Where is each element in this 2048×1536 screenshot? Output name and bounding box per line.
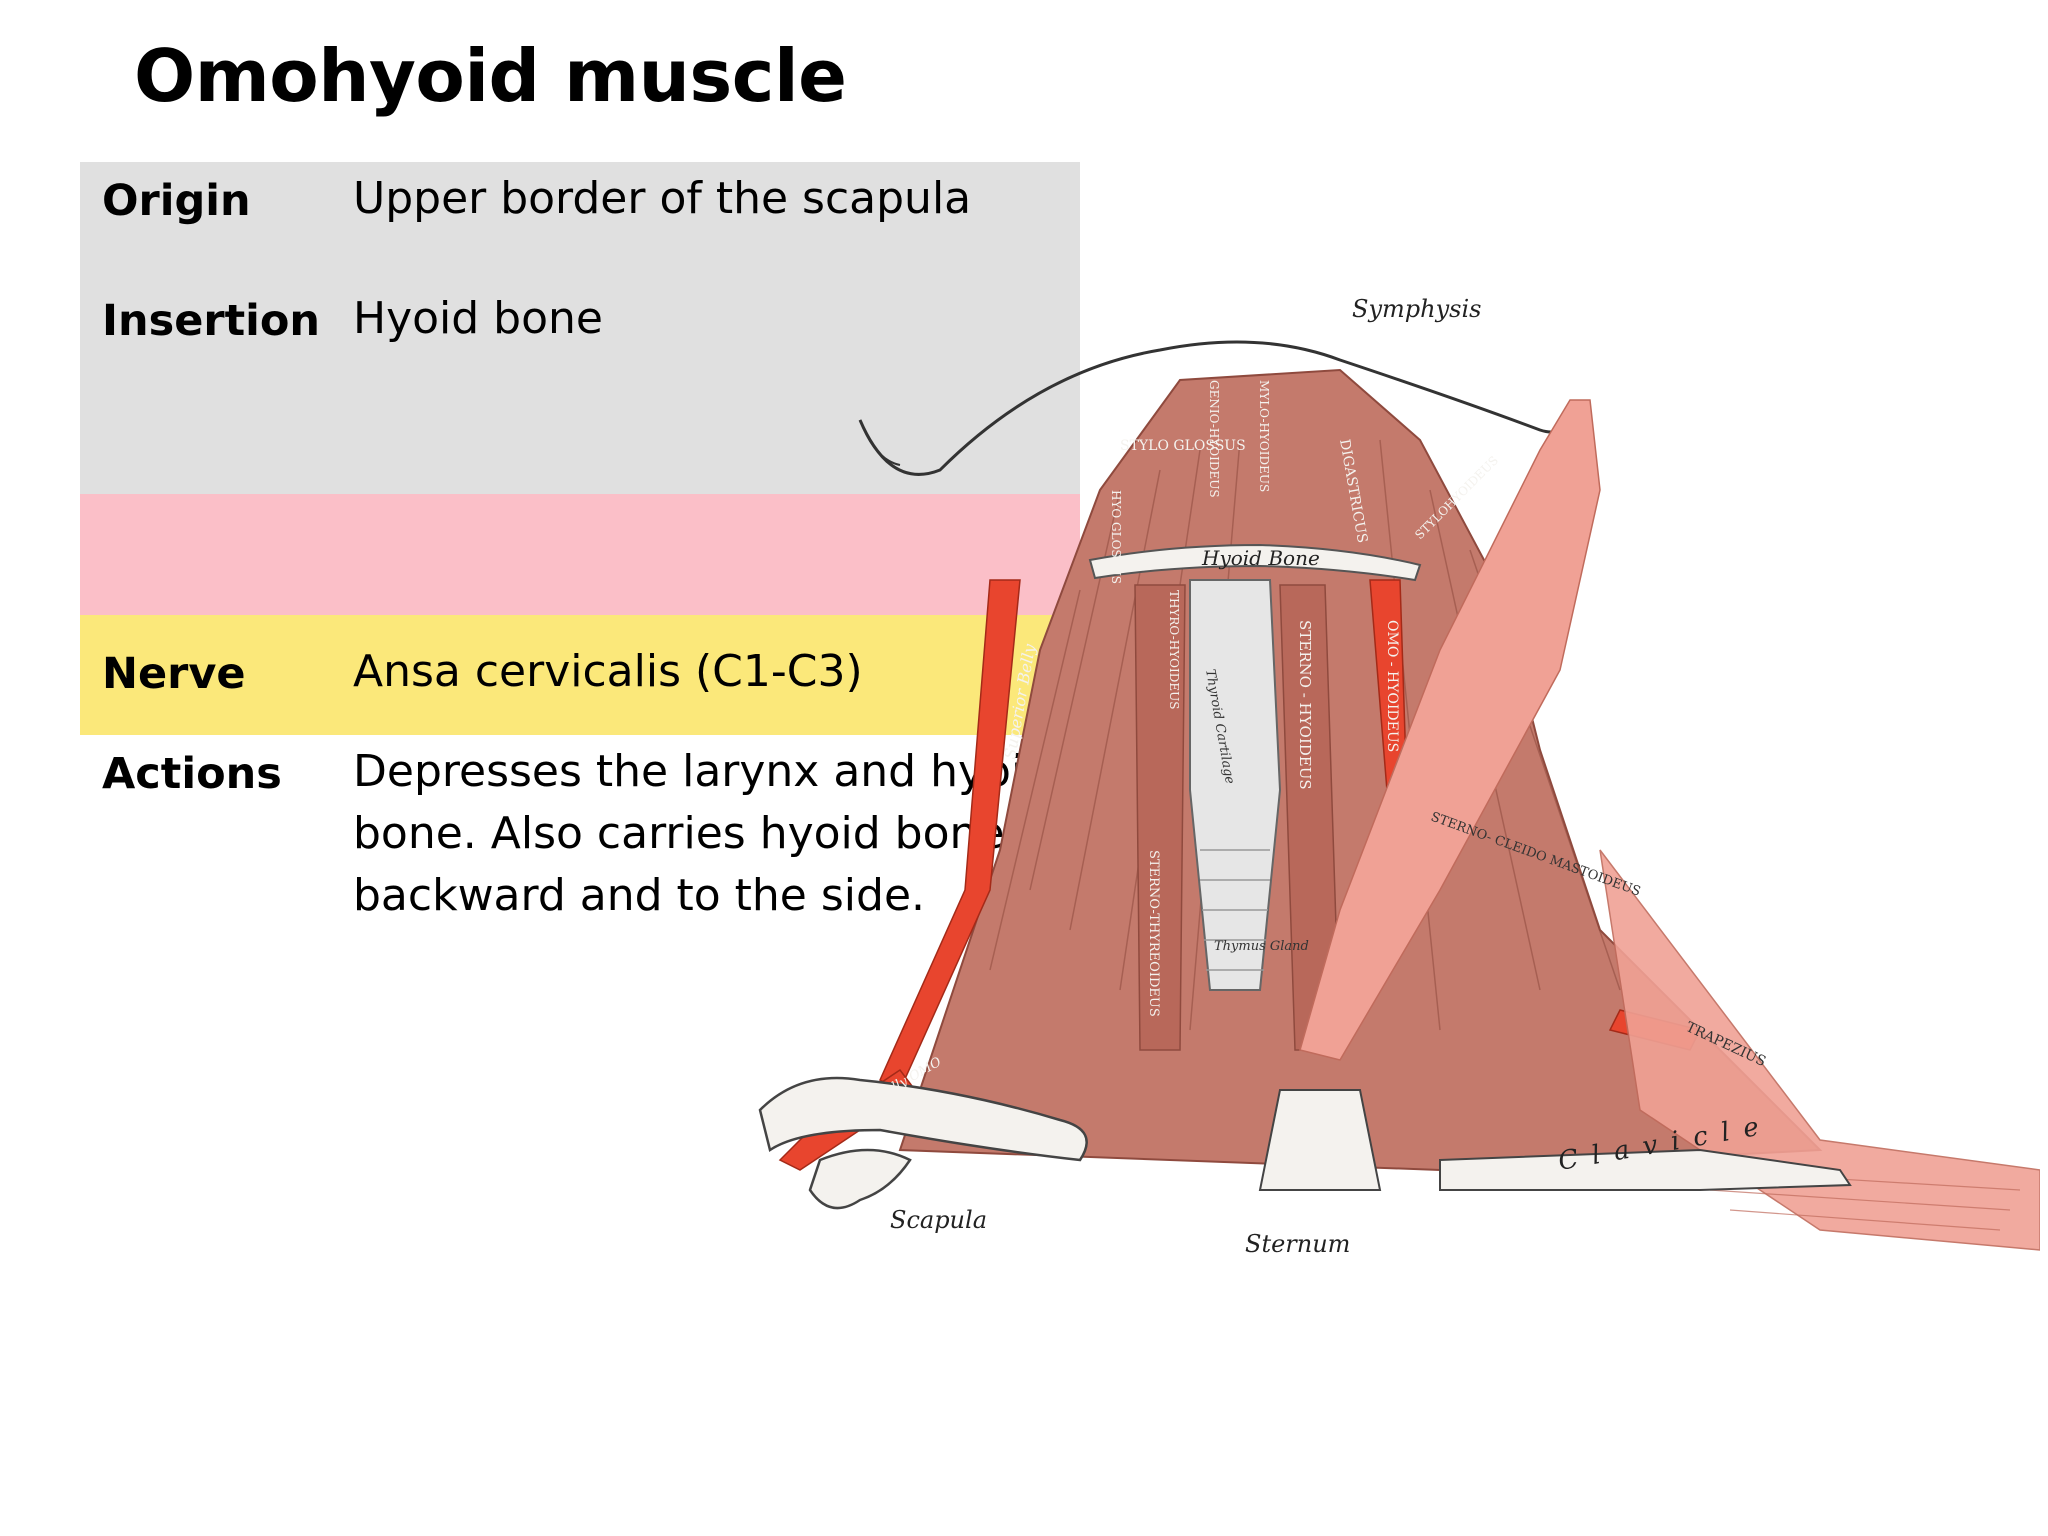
nerve-row: Nerve Ansa cervicalis (C1-C3) [80,615,1080,735]
neck-anatomy-illustration: Symphysis Hyoid Bone STYLO GLOSSUS HYO G… [758,295,2040,1258]
trapezius [1599,849,2040,1251]
insertion-label: Insertion [102,296,321,346]
insertion-value: Hyoid bone [353,293,603,344]
label-thyro-hyoideus: THYRO-HYOIDEUS [1167,590,1181,709]
label-hyoid-bone: Hyoid Bone [1201,546,1320,570]
label-omo-hyoideus: OMO - HYOIDEUS [1384,620,1400,752]
actions-value: Depresses the larynx and hyoid bone. Als… [353,746,1052,921]
origin-label: Origin [102,176,251,226]
muscle-info-table: Origin Upper border of the scapula Inser… [80,162,1080,965]
sternum [1258,1089,1382,1191]
label-mylo-hyoideus: MYLO-HYOIDEUS [1257,380,1271,492]
origin-insertion-row: Origin Upper border of the scapula Inser… [80,162,1080,494]
label-thymus-gland: Thymus Gland [1214,939,1309,954]
actions-label: Actions [102,749,282,799]
sternocleidomastoid [1299,399,1601,1061]
clavicle-left [758,1076,1088,1162]
label-hyo-glossus: HYO GLOSSUS [1109,490,1123,584]
sternohyoid-left [1134,584,1186,1051]
label-sterno-hyoideus: STERNO - HYOIDEUS [1296,620,1314,790]
empty-row [80,494,1080,615]
actions-row: Actions Depresses the larynx and hyoid b… [80,735,1080,965]
label-genio-hyoideus: GENIO-HYOIDEUS [1207,380,1221,498]
hyoid-bone [1088,543,1422,582]
page-title: Omohyoid muscle [134,34,847,118]
label-stylo-glossus: STYLO GLOSSUS [1120,438,1246,454]
label-sterno-thyreoideus: STERNO-THYREOIDEUS [1146,850,1161,1017]
label-scapula: Scapula [890,1206,987,1234]
label-symphysis: Symphysis [1352,295,1481,323]
mandible [858,340,1582,476]
nerve-label: Nerve [102,649,246,699]
label-sternum: Sternum [1245,1230,1350,1258]
origin-value: Upper border of the scapula [353,173,972,224]
nerve-value: Ansa cervicalis (C1-C3) [353,646,863,697]
larynx-trachea [1189,579,1282,991]
clavicle-right [1439,1148,1852,1191]
scapula [808,1148,912,1210]
